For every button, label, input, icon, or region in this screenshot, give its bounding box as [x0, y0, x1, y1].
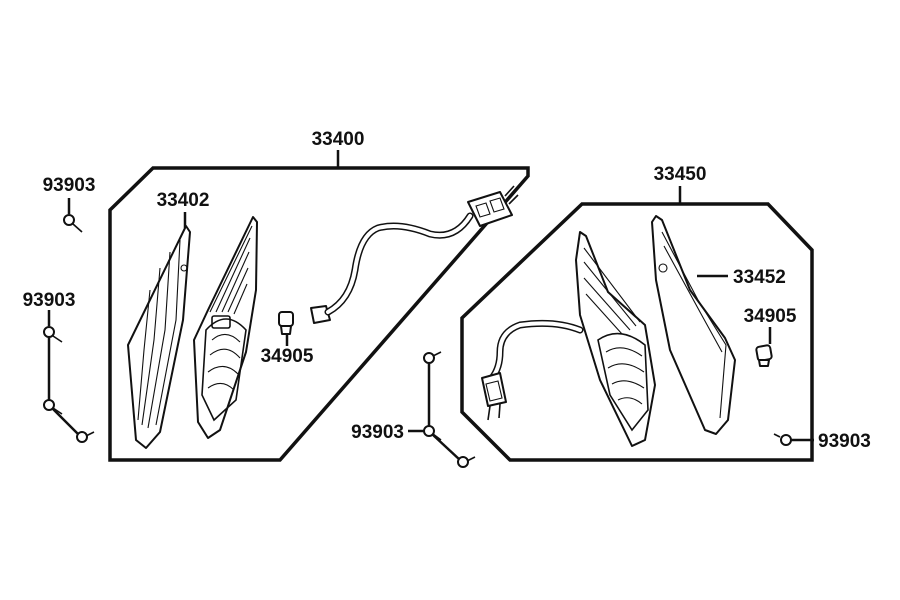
label-33400: 33400 — [312, 129, 365, 150]
assembly-33400: 33400 33402 — [108, 129, 530, 462]
label-93903-top-left: 93903 — [43, 175, 96, 196]
screw-93903-top-left — [63, 198, 83, 233]
lens-33402 — [127, 212, 191, 449]
harness-left — [310, 185, 519, 324]
label-34905-left: 34905 — [261, 346, 314, 367]
label-34905-right: 34905 — [744, 306, 797, 327]
screw-93903-mid-left-group — [43, 310, 95, 443]
label-33452: 33452 — [733, 267, 786, 288]
bulb-34905-left — [278, 311, 294, 346]
screw-93903-center-group — [408, 351, 476, 468]
label-33402: 33402 — [157, 190, 210, 211]
housing-right — [575, 231, 656, 447]
label-93903-center: 93903 — [351, 422, 404, 443]
assembly-33450-frame — [460, 202, 814, 462]
screw-93903-right — [773, 433, 814, 446]
label-93903-mid-left: 93903 — [23, 290, 76, 311]
assembly-33450: 33450 33452 34905 — [460, 164, 814, 462]
label-33450: 33450 — [654, 164, 707, 185]
housing-left — [193, 216, 258, 439]
label-93903-right: 93903 — [818, 431, 871, 452]
assembly-33400-frame — [108, 166, 530, 462]
lens-33452 — [651, 215, 736, 435]
bulb-34905-right — [755, 327, 773, 367]
harness-right — [481, 319, 584, 421]
